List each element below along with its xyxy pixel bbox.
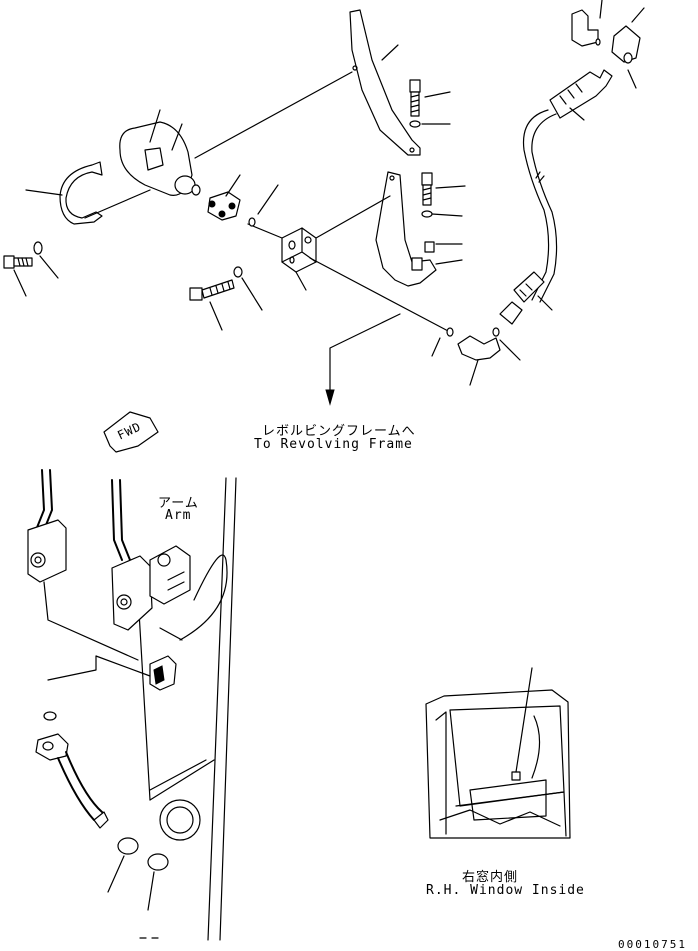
window-label-en: R.H. Window Inside	[426, 883, 585, 898]
o-ring	[248, 217, 256, 227]
leader-line	[431, 213, 463, 217]
assembly-line	[315, 195, 391, 239]
leader-line	[435, 185, 466, 189]
leader-line	[381, 44, 399, 61]
bolt-middle	[421, 172, 433, 218]
leader-line	[431, 337, 441, 357]
revolving-frame-label-en: To Revolving Frame	[254, 437, 413, 452]
leader-line	[424, 91, 451, 98]
o-ring	[446, 327, 454, 337]
assembly-line	[309, 257, 451, 333]
leader-line	[435, 259, 463, 265]
pressure-sensor	[119, 109, 201, 196]
connector-fitting	[207, 174, 241, 221]
support-bracket-upper	[349, 9, 421, 156]
window-label-jp: 右窓内側	[462, 870, 519, 885]
arm-structure	[27, 469, 237, 941]
revolving-frame-label-jp: レボルビングフレームへ	[262, 424, 416, 439]
long-bolt	[189, 266, 263, 331]
leader-line	[257, 184, 279, 215]
mounting-block	[281, 227, 317, 291]
bolt-upper	[409, 79, 421, 128]
support-bracket-lower	[375, 171, 437, 287]
arm-label-en: Arm	[165, 508, 192, 523]
fwd-arrow	[103, 411, 159, 453]
revolving-frame-arrow	[325, 313, 401, 406]
hose-assembly	[457, 0, 645, 386]
assembly-line	[247, 223, 283, 239]
clamp-bolt	[3, 241, 59, 297]
drawing-code: 00010751	[618, 938, 687, 951]
arm-label-jp: アーム	[158, 496, 199, 511]
hose-clamp	[25, 161, 151, 225]
assembly-line	[194, 71, 353, 159]
cab-inset	[425, 667, 571, 839]
